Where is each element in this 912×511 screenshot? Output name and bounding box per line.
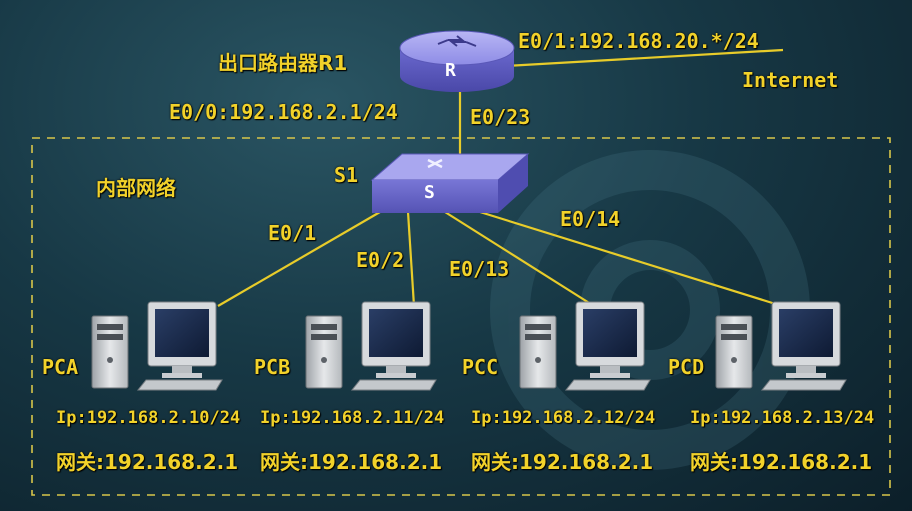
- port-label-pcd: E0/14: [560, 207, 621, 231]
- pc-gateway-pcd: 网关:192.168.2.1: [690, 450, 873, 474]
- switch-letter: S: [424, 182, 435, 203]
- pc-gateway-pcb: 网关:192.168.2.1: [260, 450, 443, 474]
- pc-ip-pcb: Ip:192.168.2.11/24: [260, 408, 445, 428]
- computer-icon-pcd[interactable]: [715, 301, 847, 391]
- pc-ip-pcc: Ip:192.168.2.12/24: [471, 408, 656, 428]
- computer-icon-pcc[interactable]: [519, 301, 651, 391]
- router-letter: R: [445, 60, 456, 81]
- port-label-pcc: E0/13: [449, 257, 510, 281]
- link-pca: [217, 211, 381, 307]
- link-pcc: [444, 211, 595, 307]
- port-label-pcb: E0/2: [356, 248, 405, 272]
- lan-boundary: [31, 137, 891, 496]
- internet-label: Internet: [742, 68, 839, 92]
- router-uplink-port: E0/23: [470, 105, 531, 129]
- port-label-pca: E0/1: [268, 221, 317, 245]
- pc-name-pcd: PCD: [668, 355, 705, 379]
- pc-name-pca: PCA: [42, 355, 79, 379]
- router-wan-port: E0/1:192.168.20.*/24: [518, 29, 759, 53]
- router-icon[interactable]: [399, 30, 515, 92]
- lan-label: 内部网络: [96, 176, 176, 200]
- pc-ip-pcd: Ip:192.168.2.13/24: [690, 408, 875, 428]
- pc-ip-pca: Ip:192.168.2.10/24: [56, 408, 241, 428]
- switch-icon[interactable]: [370, 153, 530, 213]
- pc-gateway-pca: 网关:192.168.2.1: [56, 450, 239, 474]
- pc-name-pcb: PCB: [254, 355, 291, 379]
- switch-name: S1: [334, 163, 359, 187]
- router-lan-port: E0/0:192.168.2.1/24: [169, 100, 398, 124]
- links: [217, 48, 784, 308]
- pc-gateway-pcc: 网关:192.168.2.1: [471, 450, 654, 474]
- pc-name-pcc: PCC: [462, 355, 499, 379]
- computer-icon-pca[interactable]: [91, 301, 223, 391]
- link-pcd: [479, 210, 783, 308]
- router-name: 出口路由器R1: [218, 51, 348, 75]
- internet-link: [505, 48, 784, 68]
- link-pcb: [406, 211, 416, 307]
- computer-icon-pcb[interactable]: [305, 301, 437, 391]
